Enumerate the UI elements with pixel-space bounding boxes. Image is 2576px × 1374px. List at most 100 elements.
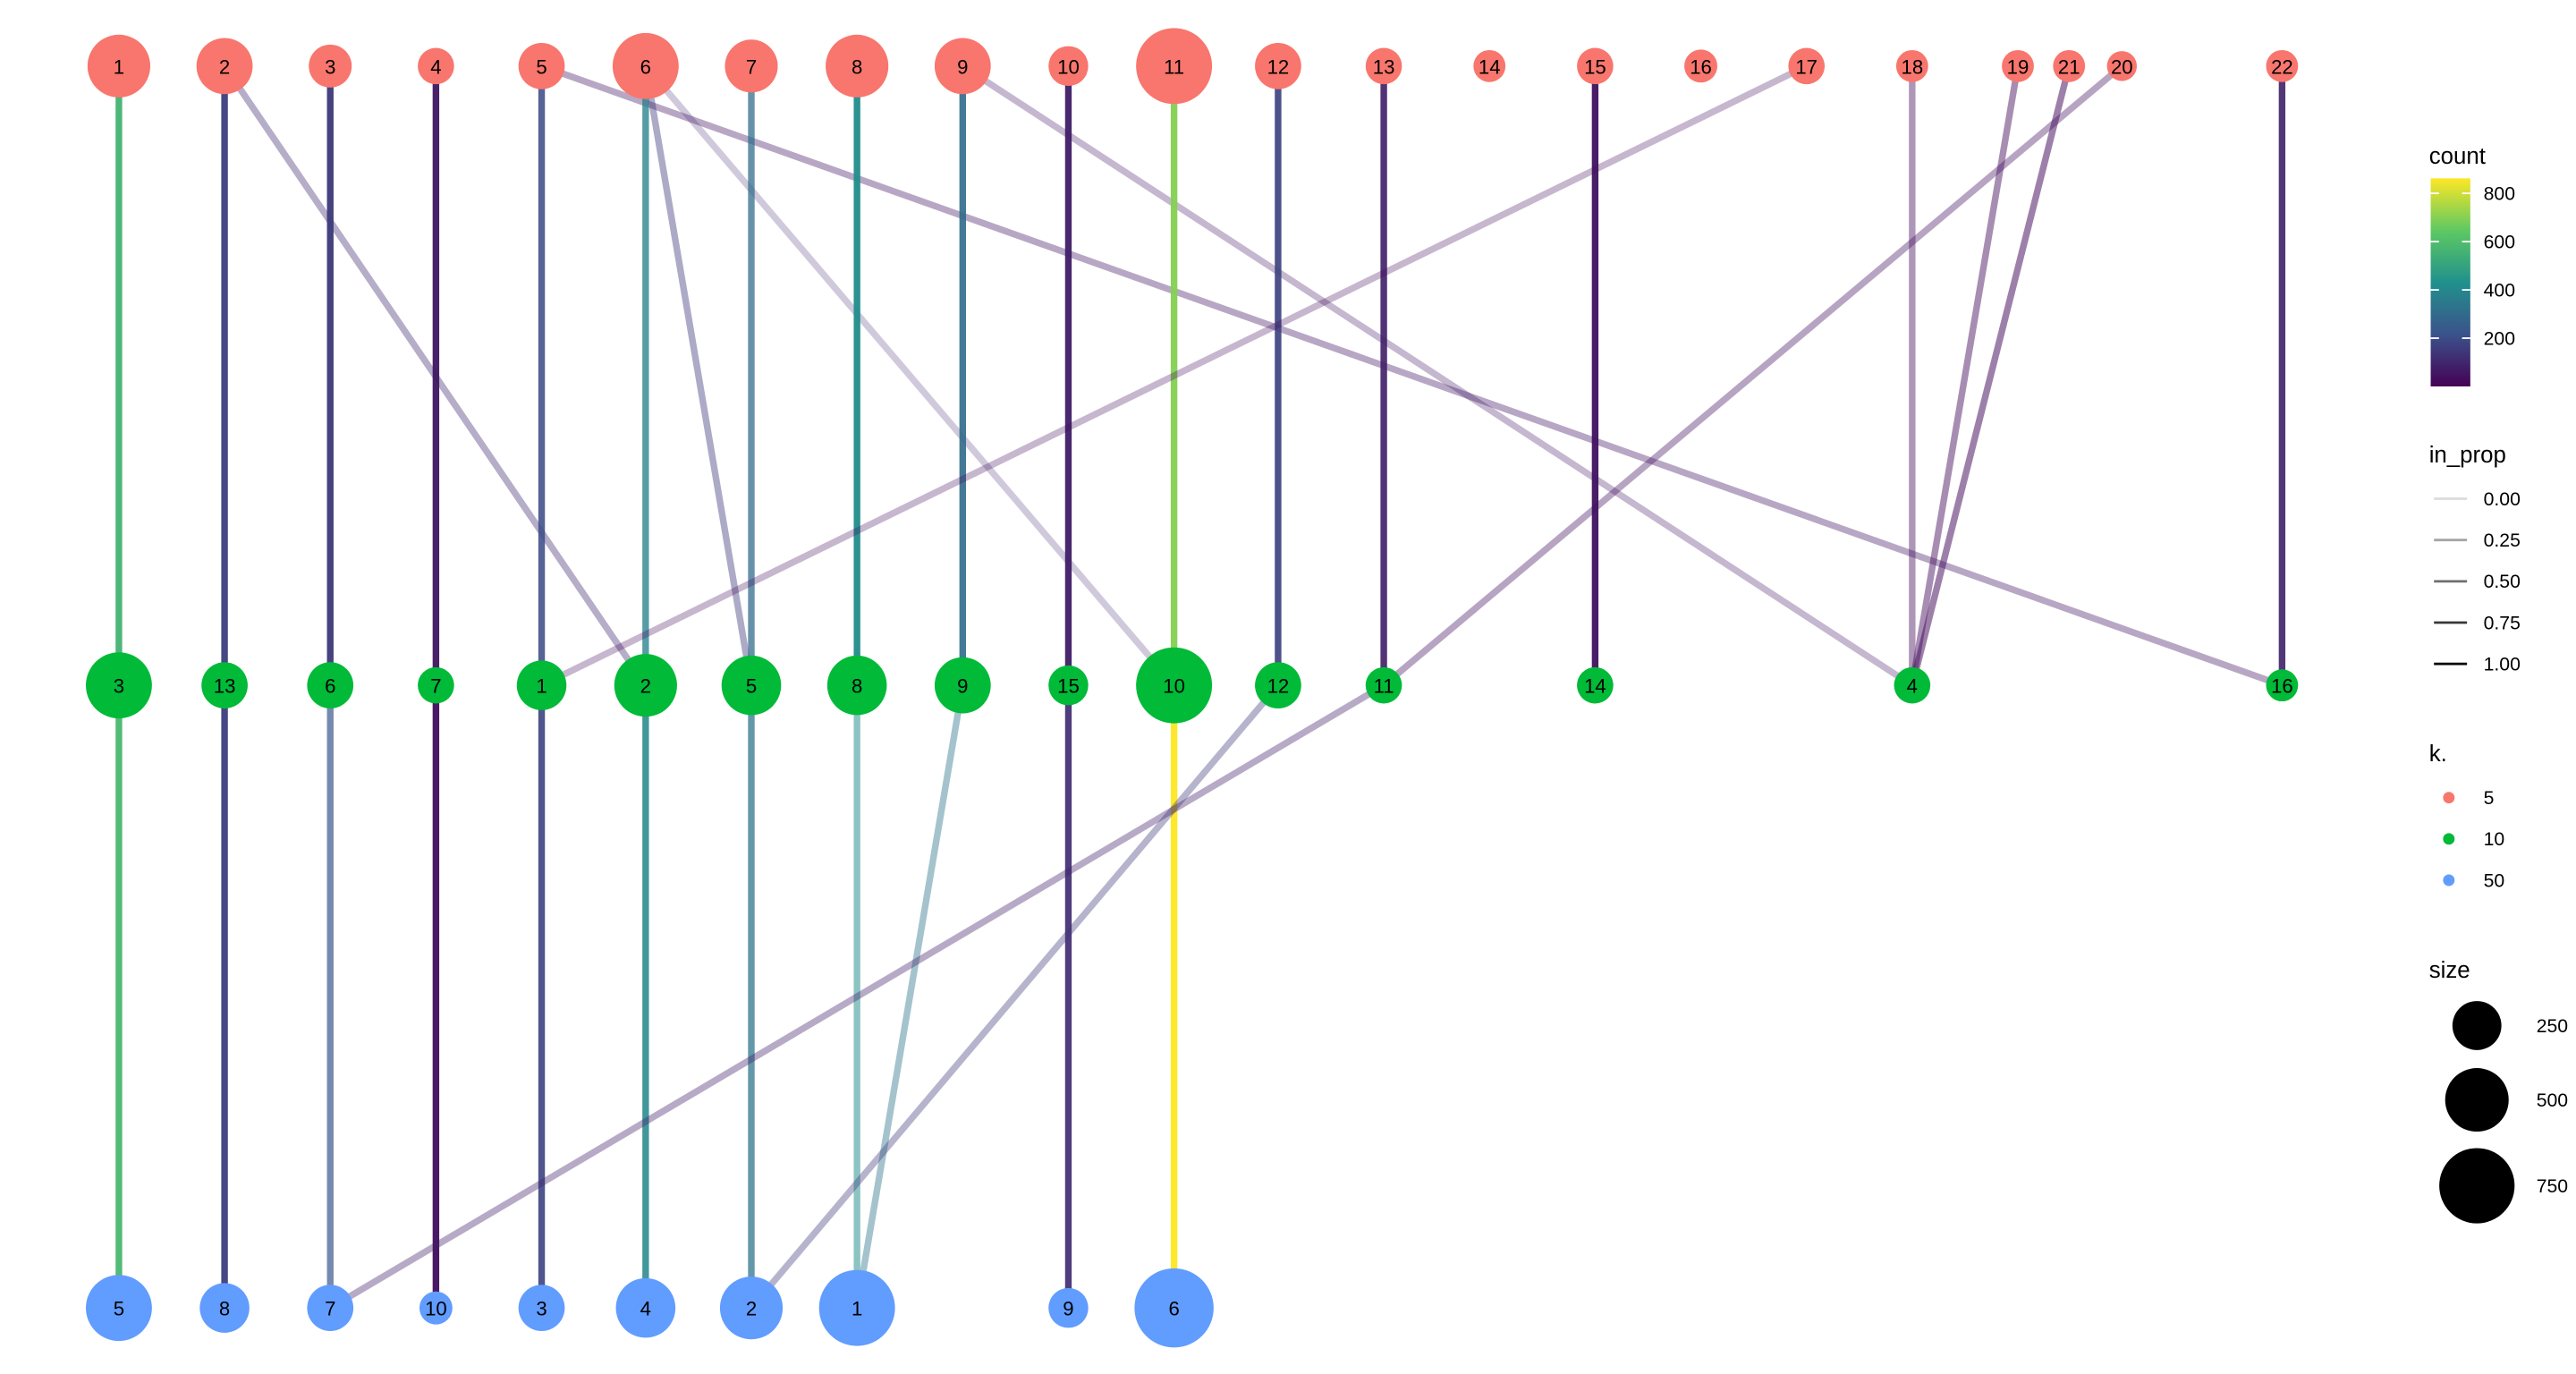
node-circle xyxy=(2053,49,2086,82)
node-k10-cluster-14: 14 xyxy=(1577,666,1614,704)
node-k5-cluster-7: 7 xyxy=(724,39,778,93)
node-k50-cluster-1: 1 xyxy=(818,1269,895,1346)
node-circle xyxy=(1136,647,1213,724)
node-circle xyxy=(1365,666,1402,704)
node-circle xyxy=(418,666,454,704)
node-k10-cluster-11: 11 xyxy=(1365,666,1402,704)
node-label: 3 xyxy=(114,675,124,698)
node-k5-cluster-4: 4 xyxy=(418,47,454,85)
node-k50-cluster-4: 4 xyxy=(615,1277,676,1338)
node-label: 2 xyxy=(746,1298,757,1320)
node-circle xyxy=(199,1283,250,1333)
node-circle xyxy=(516,660,567,710)
node-circle xyxy=(1895,49,1928,82)
node-circle xyxy=(1255,662,1301,708)
node-k50-cluster-2: 2 xyxy=(719,1276,784,1340)
in-prop-key-label: 0.00 xyxy=(2484,489,2521,510)
node-k10-cluster-3: 3 xyxy=(86,652,152,719)
edge-k5-20-to-k10-11 xyxy=(1381,64,2124,688)
node-label: 9 xyxy=(957,675,968,698)
node-label: 19 xyxy=(2007,55,2029,78)
node-label: 11 xyxy=(1374,675,1394,698)
node-label: 5 xyxy=(114,1298,124,1320)
k-key-dot xyxy=(2443,874,2455,886)
node-k50-cluster-3: 3 xyxy=(518,1285,565,1331)
node-circle xyxy=(1136,28,1213,105)
node-k5-cluster-6: 6 xyxy=(612,32,679,99)
node-label: 16 xyxy=(1690,55,1712,78)
node-circle xyxy=(1894,666,1931,704)
count-tick-label: 600 xyxy=(2484,232,2515,252)
node-k10-cluster-5: 5 xyxy=(721,655,782,716)
node-label: 13 xyxy=(214,675,236,698)
node-k5-cluster-21: 21 xyxy=(2053,49,2086,82)
node-k50-cluster-5: 5 xyxy=(86,1275,152,1342)
size-key-label: 500 xyxy=(2537,1090,2568,1111)
k-key-dot xyxy=(2443,833,2455,845)
size-key-label: 250 xyxy=(2537,1016,2568,1037)
node-label: 12 xyxy=(1267,55,1290,78)
node-k5-cluster-8: 8 xyxy=(826,34,889,98)
node-k5-cluster-11: 11 xyxy=(1136,28,1213,105)
node-circle xyxy=(818,1269,895,1346)
node-circle xyxy=(2266,669,2299,702)
node-circle xyxy=(307,662,354,708)
node-k50-cluster-10: 10 xyxy=(419,1291,453,1325)
count-colorbar xyxy=(2430,178,2470,386)
node-circle xyxy=(518,1285,565,1331)
node-circle xyxy=(724,39,778,93)
node-k10-cluster-6: 6 xyxy=(307,662,354,708)
node-label: 6 xyxy=(325,675,335,698)
count-legend-title: count xyxy=(2429,144,2486,169)
node-label: 5 xyxy=(746,675,757,698)
node-circle xyxy=(721,655,782,716)
node-circle xyxy=(309,44,352,88)
node-label: 9 xyxy=(957,55,968,78)
node-circle xyxy=(1134,1268,1214,1348)
node-label: 2 xyxy=(219,55,230,78)
node-circle xyxy=(1048,665,1089,706)
node-label: 12 xyxy=(1267,675,1290,698)
edge-k5-6-to-k10-5 xyxy=(642,65,755,686)
edge-k10-9-to-k50-1 xyxy=(853,684,966,1309)
node-k10-cluster-12: 12 xyxy=(1255,662,1301,708)
node-k10-cluster-4: 4 xyxy=(1894,666,1931,704)
node-k5-cluster-19: 19 xyxy=(2002,49,2034,82)
in-prop-key-label: 0.25 xyxy=(2484,530,2521,551)
edge-k10-11-to-k50-7 xyxy=(328,682,1385,1311)
node-circle xyxy=(419,1291,453,1325)
node-label: 6 xyxy=(640,55,651,78)
node-circle xyxy=(612,32,679,99)
node-circle xyxy=(826,655,887,716)
node-k5-cluster-22: 22 xyxy=(2266,49,2299,82)
node-k5-cluster-3: 3 xyxy=(309,44,352,88)
node-label: 16 xyxy=(2271,675,2293,698)
node-circle xyxy=(86,1275,152,1342)
node-label: 7 xyxy=(430,675,441,698)
k-key-label: 50 xyxy=(2484,870,2505,891)
node-circle xyxy=(826,34,889,98)
node-circle xyxy=(1684,49,1717,83)
node-circle xyxy=(615,1277,676,1338)
node-label: 5 xyxy=(536,55,547,78)
node-label: 22 xyxy=(2271,55,2293,78)
k-key-label: 10 xyxy=(2484,829,2505,850)
node-circle xyxy=(934,657,991,714)
node-k10-cluster-16: 16 xyxy=(2266,669,2299,702)
in-prop-legend: in_prop 0.000.250.500.751.00 xyxy=(2429,443,2521,675)
node-k50-cluster-7: 7 xyxy=(307,1285,354,1331)
node-k10-cluster-9: 9 xyxy=(934,657,991,714)
edge-k5-6-to-k10-10 xyxy=(643,64,1177,688)
node-circle xyxy=(1255,43,1301,89)
node-label: 14 xyxy=(1584,675,1606,698)
node-label: 4 xyxy=(1907,675,1918,698)
size-key-circle xyxy=(2439,1148,2515,1224)
in-prop-key-label: 0.75 xyxy=(2484,613,2521,633)
edge-k5-9-to-k10-4 xyxy=(961,63,1914,689)
edge-k5-17-to-k10-1 xyxy=(539,63,1809,689)
node-label: 15 xyxy=(1584,55,1606,78)
